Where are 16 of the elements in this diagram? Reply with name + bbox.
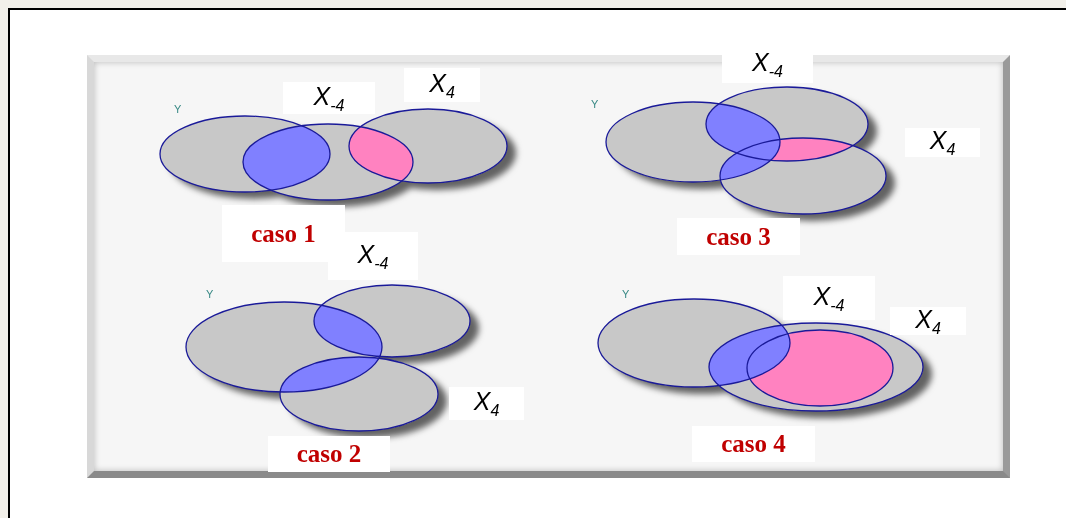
set-label: Y <box>174 103 182 115</box>
set-label: X$_{-4}$ <box>813 281 845 315</box>
case-title: caso 3 <box>706 222 771 251</box>
set-label: Y <box>591 98 599 110</box>
set-label: X$_{-4}$ <box>313 81 345 115</box>
case-title: caso 1 <box>251 219 316 248</box>
set-label: X$_{4}$ <box>429 68 455 102</box>
case-title: caso 4 <box>721 430 786 458</box>
set-label: X$_{4}$ <box>929 126 956 159</box>
case-title: caso 2 <box>296 440 362 468</box>
set-label: Y <box>206 288 214 300</box>
set-label: X$_{-4}$ <box>357 239 389 273</box>
set-label: X$_{-4}$ <box>752 47 783 81</box>
set-label: Y <box>622 288 630 300</box>
set-label: X$_{4}$ <box>915 304 941 338</box>
set-label: X$_{4}$ <box>473 387 500 420</box>
